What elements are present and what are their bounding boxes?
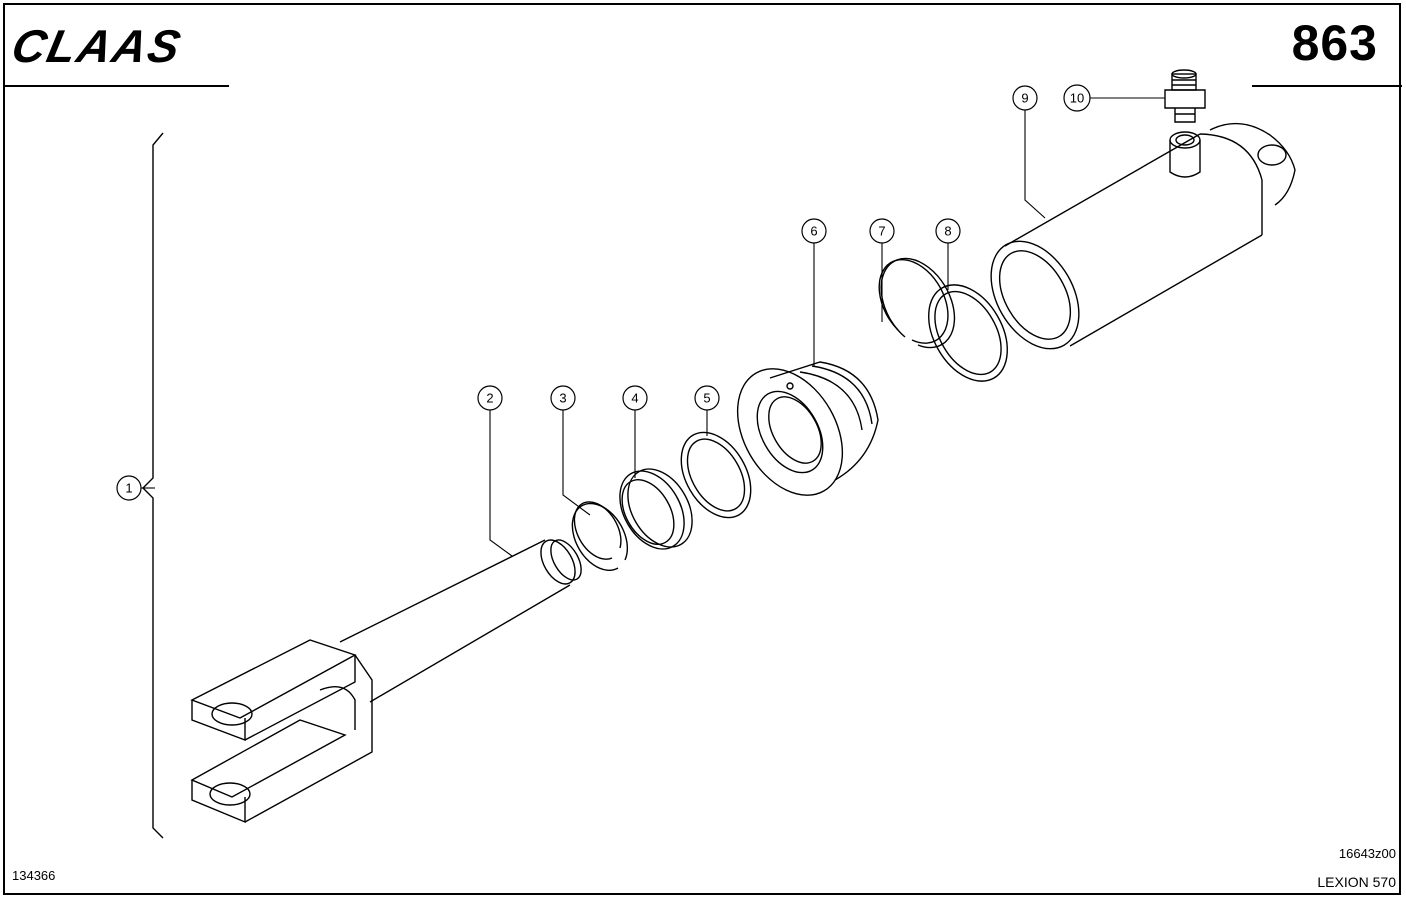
- cylinder-head: [736, 361, 879, 496]
- wiper-seal: [619, 468, 693, 550]
- leader-lines: [141, 97, 1165, 557]
- callout-label: 9: [1021, 91, 1028, 106]
- model-name: LEXION 570: [1317, 874, 1396, 890]
- callout-label: 2: [486, 391, 493, 406]
- callout-7: 7: [869, 218, 895, 244]
- callout-label: 8: [944, 224, 951, 239]
- callout-4: 4: [622, 385, 648, 411]
- guide-ring: [680, 431, 752, 519]
- callout-label: 5: [703, 391, 710, 406]
- assembly-bracket: [142, 132, 164, 839]
- callout-10: 10: [1063, 84, 1091, 112]
- circlip: [878, 257, 956, 349]
- callout-label: 1: [125, 481, 132, 496]
- page-frame: [3, 3, 1401, 895]
- svg-text:CLAAS: CLAAS: [14, 22, 187, 72]
- hydraulic-fitting: [1164, 69, 1206, 123]
- callout-label: 10: [1070, 91, 1084, 106]
- drawing-id: 134366: [12, 868, 56, 883]
- callout-8: 8: [935, 218, 961, 244]
- header-rule-left: [3, 85, 229, 87]
- callout-1: 1: [116, 475, 142, 501]
- cylinder-tube: [990, 122, 1296, 350]
- image-ref: 16643z00: [1338, 846, 1396, 861]
- callout-6: 6: [801, 218, 827, 244]
- callout-2: 2: [477, 385, 503, 411]
- callout-label: 3: [559, 391, 566, 406]
- page-number: 863: [1291, 15, 1378, 71]
- callout-label: 7: [878, 224, 885, 239]
- snap-ring: [571, 501, 629, 571]
- callout-label: 6: [810, 224, 817, 239]
- callout-label: 4: [631, 391, 638, 406]
- callout-9: 9: [1012, 85, 1038, 111]
- claas-logo: CLAAS: [14, 22, 187, 72]
- callout-3: 3: [550, 385, 576, 411]
- header-rule-right: [1252, 85, 1402, 87]
- callout-5: 5: [694, 385, 720, 411]
- o-ring: [928, 284, 1008, 382]
- piston-rod: [190, 539, 582, 824]
